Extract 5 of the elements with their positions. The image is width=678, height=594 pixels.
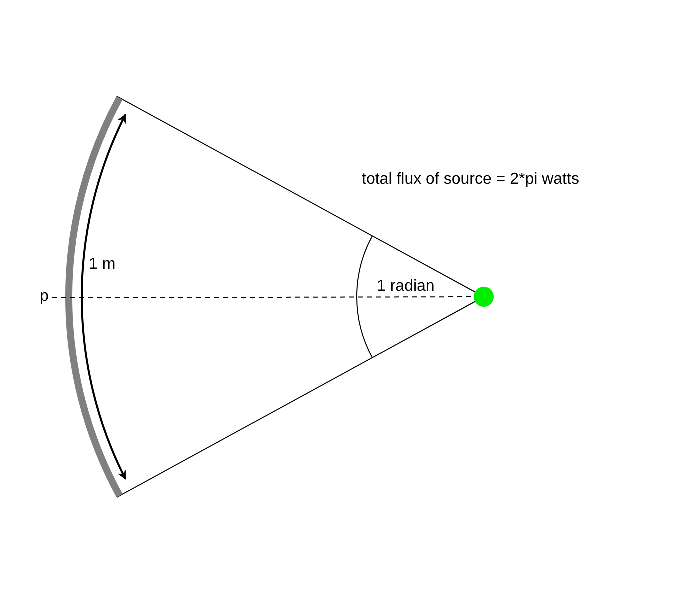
note-text: total flux of source = 2*pi watts <box>362 171 580 189</box>
source-dot <box>474 287 494 307</box>
angle-label: 1 radian <box>377 278 435 296</box>
point-label: p <box>40 288 52 306</box>
arc-length-label: 1 m <box>89 256 116 274</box>
